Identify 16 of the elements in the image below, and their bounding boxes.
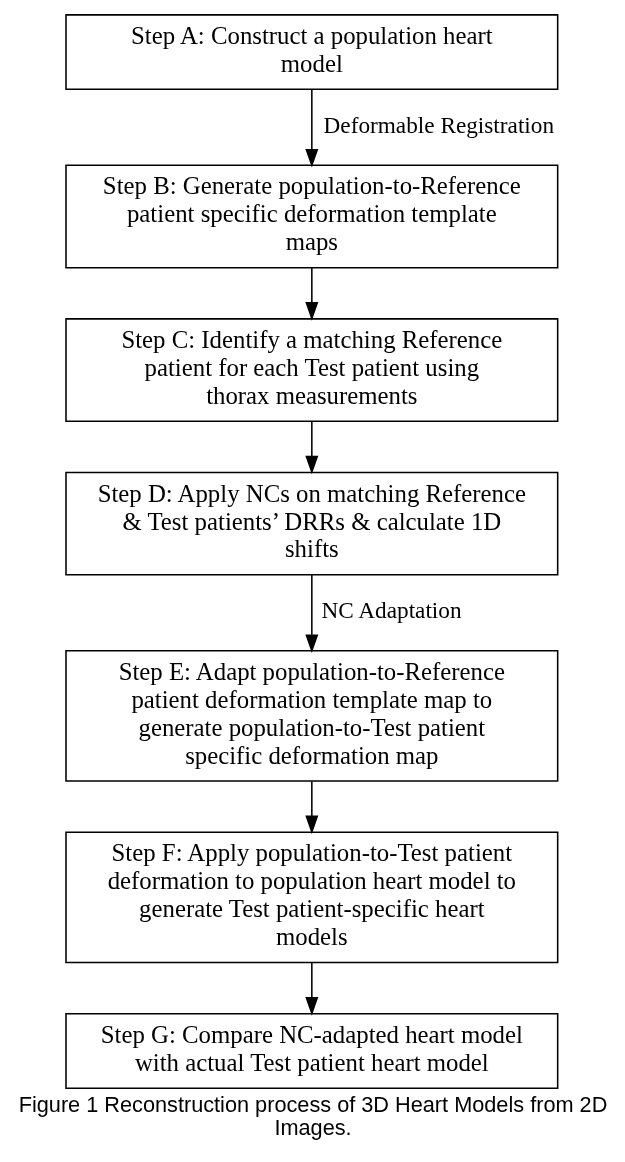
edge-label: Deformable Registration — [323, 111, 554, 138]
edge-label: NC Adaptation — [320, 597, 462, 624]
node-box: Step G: Compare NC-adapted heart model with actual Test patient heart model — [64, 1012, 558, 1089]
arrow — [304, 266, 318, 321]
arrow — [304, 420, 318, 475]
node-box: Step E: Adapt population-to-Reference patient deformation template map to generate population-to-Test patient specific deformation map — [64, 650, 558, 782]
arrow — [304, 962, 318, 1016]
node-box: Step A: Construct a population heart model — [64, 14, 558, 91]
arrow — [304, 574, 318, 654]
arrow — [304, 780, 318, 835]
node-box: Step C: Identify a matching Reference patient for each Test patient using thorax measurements — [64, 318, 558, 422]
node-box: Step B: Generate population-to-Reference patient specific deformation template maps — [64, 164, 558, 269]
arrow — [304, 88, 318, 168]
caption: Figure 1 Reconstruction process of 3D Heart Models from 2D Images. — [18, 1091, 607, 1141]
node-box: Step D: Apply NCs on matching Reference & Test patients’ DRRs & calculate 1D shifts — [64, 471, 558, 576]
node-box: Step F: Apply population-to-Test patient deformation to population heart model to generate Test patient-specific heart models — [64, 831, 558, 964]
